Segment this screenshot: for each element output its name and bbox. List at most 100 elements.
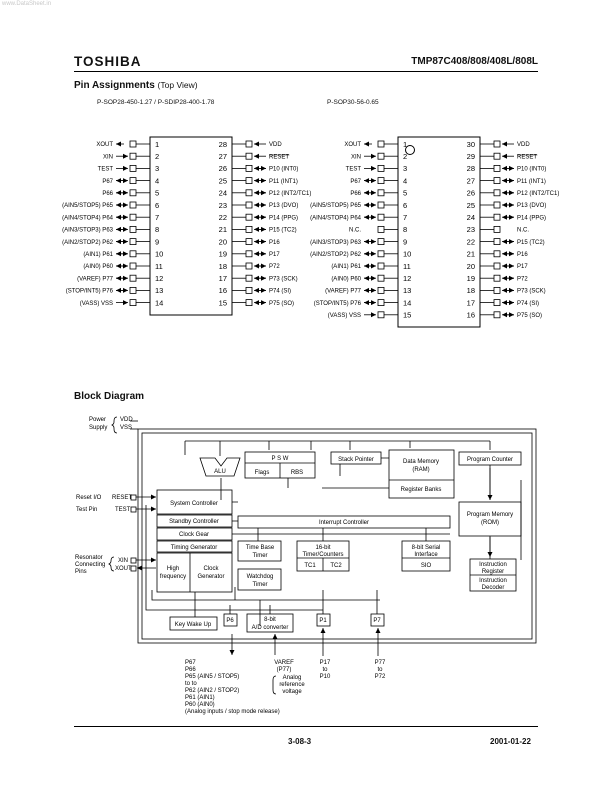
- pin-name: (AIN0) P60: [331, 276, 361, 282]
- pin-number: 23: [219, 201, 227, 210]
- time-base-label: Time Base: [246, 545, 275, 551]
- pin-number: 20: [219, 237, 227, 246]
- pin-23: P13 (DVO)23: [219, 201, 299, 210]
- clock-generator-label: Clock: [203, 566, 219, 572]
- pin-name: P12 (INT2/TC1): [269, 191, 311, 197]
- header-rule: [74, 71, 538, 72]
- p6-label: P6: [226, 618, 234, 624]
- pin-6: (AIN5/STOP5) P65 6: [310, 201, 407, 210]
- pin-name: (AIN0) P60: [83, 264, 113, 270]
- pin-17: P73 (SCK)17: [219, 274, 298, 283]
- pin-name: TEST: [346, 167, 362, 173]
- pin-name: P15 (TC2): [269, 228, 297, 234]
- test-pin-label: Test Pin: [76, 507, 97, 513]
- pin-name: P67: [102, 179, 113, 185]
- pin-16: P75 (SO)16: [467, 311, 542, 320]
- pin-number: 26: [219, 164, 227, 173]
- pin-27: P11 (INT1)27: [467, 176, 546, 185]
- p6-block: [223, 613, 238, 627]
- pin-number: 27: [467, 176, 475, 185]
- pin-number: 28: [467, 164, 475, 173]
- pin-name: P10 (INT0): [269, 167, 298, 173]
- pin-name: (AIN4/STOP4) P64: [310, 215, 362, 221]
- pin-number: 20: [467, 262, 475, 271]
- pin-28: P10 (INT0) 28: [467, 164, 547, 173]
- pin-25: P11 (INT1)25: [219, 176, 298, 185]
- pin-5: P66 5: [350, 189, 407, 198]
- package-label-28: P-SOP28-450-1.27 / P-SDIP28-400-1.78: [97, 99, 215, 106]
- pin-number: 10: [155, 250, 163, 259]
- pin-name: P15 (TC2): [517, 240, 545, 246]
- pin-number: 29: [467, 152, 475, 161]
- tc1-label: TC1: [304, 563, 316, 569]
- footer-date: 2001-01-22: [490, 737, 531, 746]
- ic-body-30: [397, 136, 481, 328]
- pin-number: 23: [467, 225, 475, 234]
- watchdog-sub-label: Timer: [252, 582, 267, 588]
- pin-name: VDD: [269, 142, 282, 148]
- pin-number: 6: [403, 201, 407, 210]
- pin-name: P10 (INT0): [517, 167, 546, 173]
- p6-pin-text: to to: [185, 681, 197, 687]
- pin-name: P11 (INT1): [269, 179, 298, 185]
- pin-number: 27: [219, 152, 227, 161]
- pin-number: 24: [467, 213, 475, 222]
- program-memory-sub-label: (ROM): [481, 520, 499, 526]
- pin-assignments-title: Pin Assignments: [74, 80, 155, 91]
- p6-pin-text: P60 (AIN0): [185, 702, 215, 708]
- p7-pin-text: P77: [375, 660, 386, 666]
- pin-23: N.C. 23: [467, 225, 530, 234]
- test-label: TEST: [115, 507, 131, 513]
- pin-name: P13 (DVO): [517, 203, 546, 209]
- pin-number: 11: [403, 262, 411, 271]
- pin-name: TEST: [98, 167, 114, 173]
- pin-number: 12: [403, 274, 411, 283]
- pin-name: (AIN3/STOP3) P63: [62, 228, 114, 234]
- pin-number: 16: [219, 286, 227, 295]
- pin-name: XOUT: [96, 142, 113, 148]
- pin-name: P72: [517, 276, 528, 282]
- pin-name: (VASS) VSS: [328, 313, 361, 319]
- pin-number: 13: [155, 286, 163, 295]
- resonator-brace: [108, 556, 115, 572]
- key-wake-up-block: [169, 616, 218, 631]
- pin-name: P16: [269, 240, 280, 246]
- data-memory-label: Data Memory: [403, 459, 439, 465]
- pin-number: 3: [403, 164, 407, 173]
- pin-number: 9: [155, 237, 159, 246]
- vss-label: VSS: [120, 425, 132, 431]
- pin-name: P14 (PPG): [517, 215, 546, 221]
- pin-name: (VASS) VSS: [80, 301, 113, 307]
- pin-name: P74 (SI): [517, 301, 539, 307]
- pin-name: N.C.: [517, 228, 529, 234]
- program-memory-block: [458, 501, 522, 537]
- pin-name: P75 (SO): [269, 301, 294, 307]
- pin-21: P15 (TC2)21: [219, 225, 297, 234]
- pin-name: P66: [350, 191, 361, 197]
- pin-25: P13 (DVO)25: [467, 201, 547, 210]
- pin-number: 26: [467, 189, 475, 198]
- pin-number: 10: [403, 250, 411, 259]
- data-memory-sub-label: (RAM): [412, 467, 429, 473]
- pin-name: (AIN5/STOP5) P65: [310, 203, 362, 209]
- pin-3: TEST 3: [346, 164, 408, 173]
- pin-name: P73 (SCK): [269, 276, 298, 282]
- pin-number: 5: [403, 189, 407, 198]
- ir-sub-label: Register: [482, 569, 504, 575]
- xin-label: XIN: [118, 558, 128, 564]
- pin-name: XIN: [351, 154, 361, 160]
- pin-number: 8: [155, 225, 159, 234]
- xout-label: XOUT: [115, 566, 132, 572]
- pin-26: P12 (INT2/TC1)26: [467, 189, 560, 198]
